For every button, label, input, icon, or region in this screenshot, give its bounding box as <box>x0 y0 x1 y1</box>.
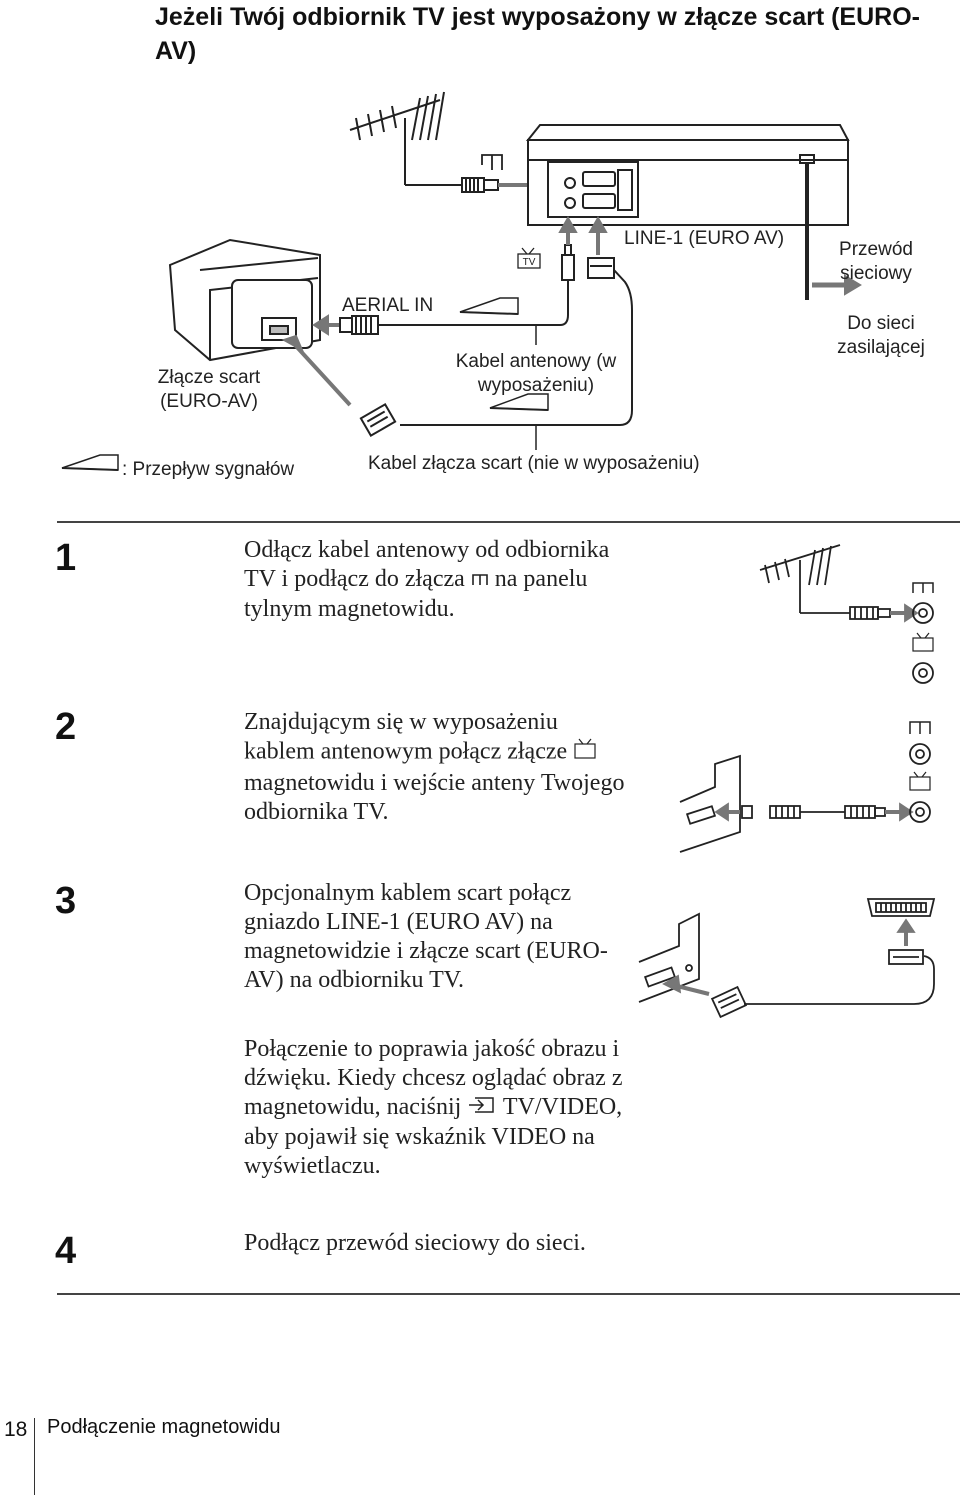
step-1-text-a: Odłącz kabel antenowy od odbiornika TV i… <box>244 537 610 592</box>
tv-badge-label: TV <box>523 257 536 268</box>
step-3-text: Opcjonalnym kablem scart połącz gniazdo … <box>244 880 608 993</box>
footer-divider <box>34 1418 35 1495</box>
page-title: Jeżeli Twój odbiornik TV jest wyposażony… <box>155 3 920 65</box>
aerial-in-label: AERIAL IN <box>342 295 434 316</box>
aerial-symbol-icon <box>481 154 503 170</box>
step-3-note: Połączenie to poprawia jakość obrazu i d… <box>244 1035 634 1181</box>
step-1-text-b: na panelu tylnym magnetowidu. <box>244 566 588 622</box>
step-1-text: Odłącz kabel antenowy od odbiornika TV i… <box>244 536 634 624</box>
step-1-illustration <box>759 544 934 684</box>
power-cord-label: Przewód sieciowy <box>839 239 913 284</box>
step-2-text-b: magnetowidu i wejście anteny Twojego odb… <box>244 770 625 825</box>
section-title: Podłączenie magnetowidu <box>47 1416 281 1438</box>
aerial-symbol-icon <box>471 566 489 595</box>
step-4-text: Podłącz przewód sieciowy do sieci. <box>244 1230 586 1256</box>
step-2-illustration <box>679 721 931 853</box>
step-1-number: 1 <box>55 537 77 579</box>
input-select-icon <box>467 1094 497 1123</box>
step-2-text-a: Znajdującym się w wyposażeniu kablem ant… <box>244 709 568 765</box>
step-3-note-b: TV/VIDEO, aby pojawił się wskaźnik VIDEO… <box>244 1094 623 1179</box>
connection-diagram: TV <box>61 91 862 471</box>
top-rule <box>57 521 960 523</box>
to-mains-label: Do sieci zasilającej <box>837 313 925 358</box>
scart-cable-label: Kabel złącza scart (nie w wyposażeniu) <box>368 453 700 474</box>
antenna-cable-label: Kabel antenowy (w wyposażeniu) <box>455 351 617 396</box>
vcr-icon <box>525 124 850 226</box>
step-3-note-a: Połączenie to poprawia jakość obrazu i d… <box>244 1036 623 1120</box>
scart-tv-label: Złącze scart (EURO-AV) <box>157 367 261 412</box>
step-3-illustration <box>638 898 936 1019</box>
antenna-icon <box>349 91 470 186</box>
signal-flow-legend: : Przepływ sygnałów <box>122 459 295 480</box>
bottom-rule <box>57 1293 960 1295</box>
step-2-number: 2 <box>55 706 77 748</box>
step-2-text: Znajdującym się w wyposażeniu kablem ant… <box>244 708 634 827</box>
tv-badge-icon <box>573 737 597 769</box>
step-3-number: 3 <box>55 880 77 922</box>
tv-badge-icon: TV <box>517 247 541 269</box>
step-4-number: 4 <box>55 1230 77 1272</box>
tv-icon <box>168 238 321 362</box>
page-number: 18 <box>4 1418 28 1441</box>
line1-label: LINE-1 (EURO AV) <box>624 228 785 249</box>
